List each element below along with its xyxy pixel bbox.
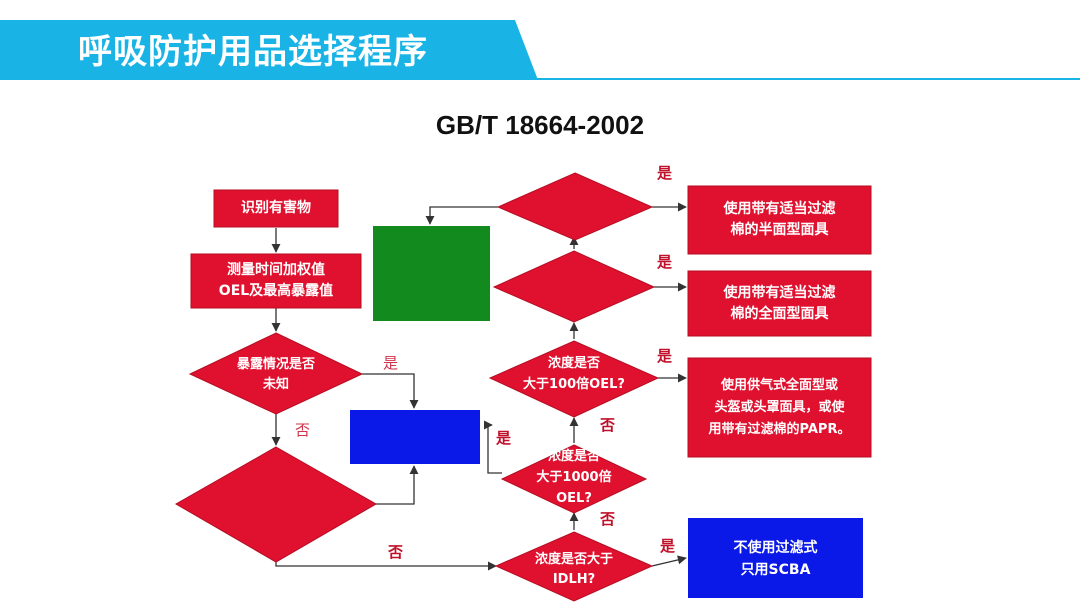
edge-gt1000-yes: [483, 420, 502, 474]
supplied-air-box: [687, 357, 872, 458]
edge-diamond-to-blue: [376, 465, 419, 505]
yes-label-gt1000: 是: [496, 429, 512, 447]
yes-label-second: 是: [657, 253, 673, 271]
edge-exposure-yes: [362, 373, 419, 409]
top-decision-diamond: [496, 172, 654, 241]
no-label-bottom: 否: [388, 543, 404, 561]
gt100-diamond: [488, 340, 660, 418]
scba-box: [688, 518, 863, 598]
lower-left-diamond: [174, 446, 378, 563]
connectors: [271, 202, 687, 571]
page-title: 呼吸防护用品选择程序: [78, 32, 428, 72]
yes-label-idlh: 是: [660, 537, 676, 555]
second-decision-diamond: [492, 250, 656, 323]
measure-exposure-box: [190, 253, 362, 309]
blue-box: [350, 410, 480, 464]
identify-hazard-box: [213, 189, 339, 228]
yes-label-exposure: 是: [383, 354, 399, 372]
edge-d1-to-green: [425, 206, 498, 225]
half-mask-box: [687, 185, 872, 255]
no-label-gt1000: 否: [600, 510, 616, 528]
no-label-gt100: 否: [600, 416, 616, 434]
idlh-diamond: [494, 531, 654, 602]
gt1000-diamond: [500, 444, 648, 514]
header-banner-shape: [0, 20, 538, 80]
edge-idlh-yes: [651, 555, 687, 567]
exposure-unknown-diamond: [188, 332, 364, 415]
header-rule: [530, 78, 1080, 80]
yes-label-top: 是: [657, 164, 673, 182]
yes-label-gt100: 是: [657, 347, 673, 365]
full-mask-box: [687, 270, 872, 337]
header-banner: [0, 20, 1080, 80]
no-label-exposure: 否: [295, 421, 311, 439]
standard-code: GB/T 18664-2002: [435, 110, 645, 140]
edge-diamond-no-idlh: [275, 561, 497, 571]
green-box: [373, 226, 490, 321]
